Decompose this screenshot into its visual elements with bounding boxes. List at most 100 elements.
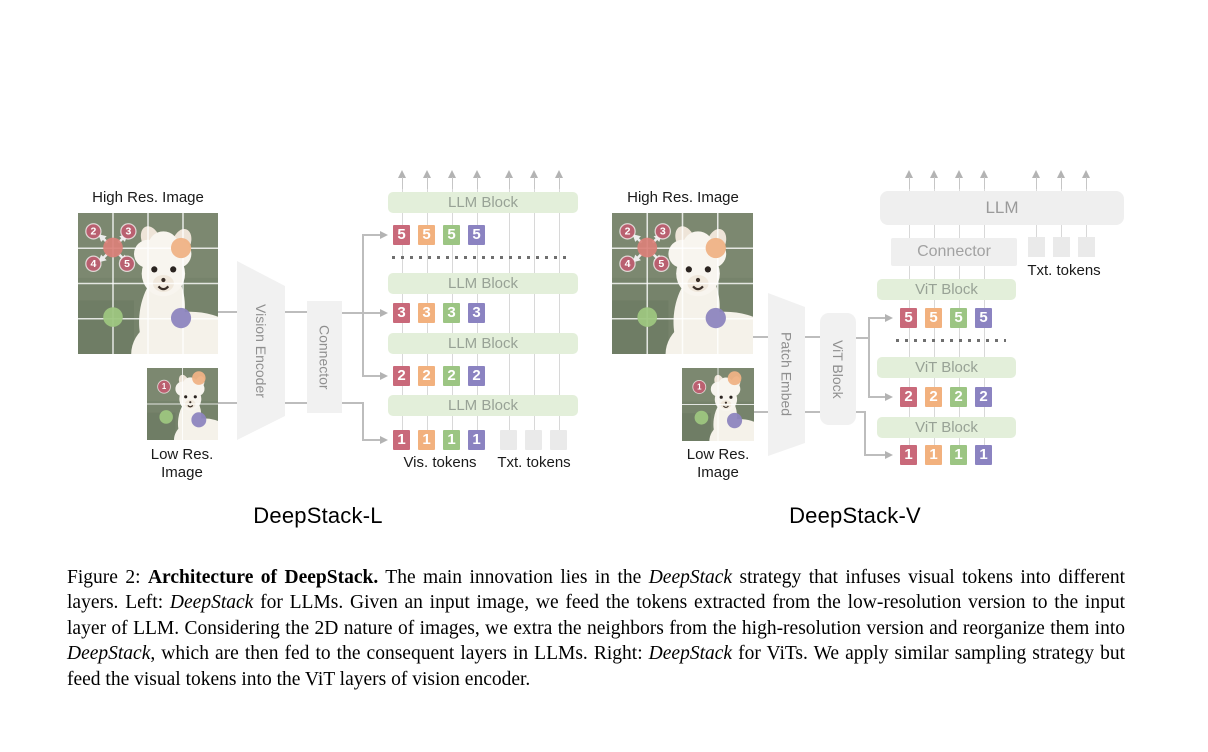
column-line [559, 188, 560, 432]
figure-caption: Figure 2: Architecture of DeepStack. The… [67, 565, 1125, 692]
vis-tokens-label: Vis. tokens [403, 454, 477, 471]
up-arrow-shaft [533, 177, 535, 189]
patch-embed-shape [768, 293, 805, 456]
connector-line [218, 311, 237, 313]
up-arrow-icon [422, 170, 431, 178]
vis-token: 5 [443, 225, 460, 245]
llm-block: LLM Block [388, 273, 578, 294]
ellipsis-separator [392, 256, 568, 259]
connector-line [868, 317, 886, 319]
connector-line [285, 311, 307, 313]
txt-token-placeholder [500, 430, 517, 450]
caption-segment: , which are then fed to the consequent l… [150, 643, 649, 665]
vis-token: 2 [443, 366, 460, 386]
caption-segment: DeepStack [648, 643, 733, 665]
center-patch-marker [637, 237, 658, 258]
vis-token: 2 [950, 387, 967, 407]
connector-line [362, 234, 381, 236]
green-patch-marker [694, 410, 709, 425]
vis-token: 3 [468, 303, 485, 323]
connector-line [805, 336, 820, 338]
up-arrow-shaft [401, 177, 403, 189]
txt-token-placeholder [525, 430, 542, 450]
up-arrow-shaft [958, 177, 960, 189]
up-arrow-icon [954, 170, 963, 178]
up-arrow-icon [554, 170, 563, 178]
marker-number: 5 [124, 258, 130, 270]
orange-patch-marker [705, 237, 726, 259]
caption-segment: DeepStack [67, 643, 151, 665]
up-arrow-icon [979, 170, 988, 178]
up-arrow-shaft [1035, 177, 1037, 189]
marker-number: 4 [625, 258, 631, 270]
right-connector-box: Connector [891, 238, 1017, 266]
vit-block: ViT Block [877, 279, 1016, 300]
right-txt-tokens-label: Txt. tokens [1027, 262, 1101, 279]
llm-block: LLM Block [388, 192, 578, 213]
up-arrow-shaft [1060, 177, 1062, 189]
left-high-res-label: High Res. Image [92, 189, 204, 206]
up-arrow-icon [1081, 170, 1090, 178]
vis-token: 2 [418, 366, 435, 386]
caption-segment: strategy that infuses visual tokens into… [67, 567, 1125, 614]
patch-embed-label: Patch Embed [778, 332, 795, 417]
vision-encoder-shape [237, 261, 285, 440]
vit-block: ViT Block [877, 417, 1016, 438]
connector-line [856, 337, 869, 339]
up-arrow-shaft [558, 177, 560, 189]
feed-arrow-icon [885, 450, 893, 459]
vis-token: 5 [900, 308, 917, 328]
up-arrow-shaft [933, 177, 935, 189]
connector-line [754, 411, 768, 413]
feed-arrow-icon [380, 308, 388, 317]
column-line [509, 188, 510, 432]
green-patch-marker [637, 307, 658, 327]
marker-number: 4 [90, 258, 96, 270]
vis-token: 2 [468, 366, 485, 386]
feed-arrow-icon [380, 230, 388, 239]
txt-token-placeholder [1028, 237, 1045, 257]
connector-line [805, 411, 820, 413]
vis-token: 2 [393, 366, 410, 386]
left-connector-label: Connector [316, 324, 333, 390]
marker-number: 2 [90, 225, 96, 237]
vis-token: 1 [925, 445, 942, 465]
orange-patch-marker [727, 371, 742, 386]
connector-line [342, 312, 381, 314]
feed-arrow-icon [885, 313, 893, 322]
vit-block-side-box [820, 313, 856, 425]
connector-line [342, 402, 363, 404]
left-low-res-label: Low Res. Image [150, 446, 214, 481]
txt-tokens-label: Txt. tokens [497, 454, 571, 471]
vis-token: 1 [900, 445, 917, 465]
vis-token: 1 [393, 430, 410, 450]
vis-token: 1 [975, 445, 992, 465]
purple-patch-marker [170, 307, 192, 329]
vis-token: 2 [925, 387, 942, 407]
marker-number: 3 [660, 225, 666, 237]
orange-patch-marker [192, 371, 206, 385]
vis-token: 5 [418, 225, 435, 245]
right-low-res-image: 1 [682, 368, 754, 441]
purple-patch-marker [191, 412, 207, 428]
marker-number: 1 [162, 382, 167, 391]
txt-token-placeholder [1053, 237, 1070, 257]
right-diagram-title: DeepStack-V [789, 503, 921, 528]
feed-arrow-icon [380, 371, 388, 380]
caption-segment: for ViTs. We apply similar sampling stra… [67, 643, 1125, 690]
connector-line [362, 402, 364, 440]
connector-line [753, 336, 768, 338]
green-patch-marker [103, 307, 123, 327]
up-arrow-icon [529, 170, 538, 178]
llm-box: LLM [880, 191, 1124, 225]
purple-patch-marker [727, 412, 743, 429]
caption-segment: The main innovation lies in the [378, 567, 649, 588]
vis-token: 5 [975, 308, 992, 328]
connector-line [362, 235, 364, 377]
purple-patch-marker [705, 307, 726, 329]
